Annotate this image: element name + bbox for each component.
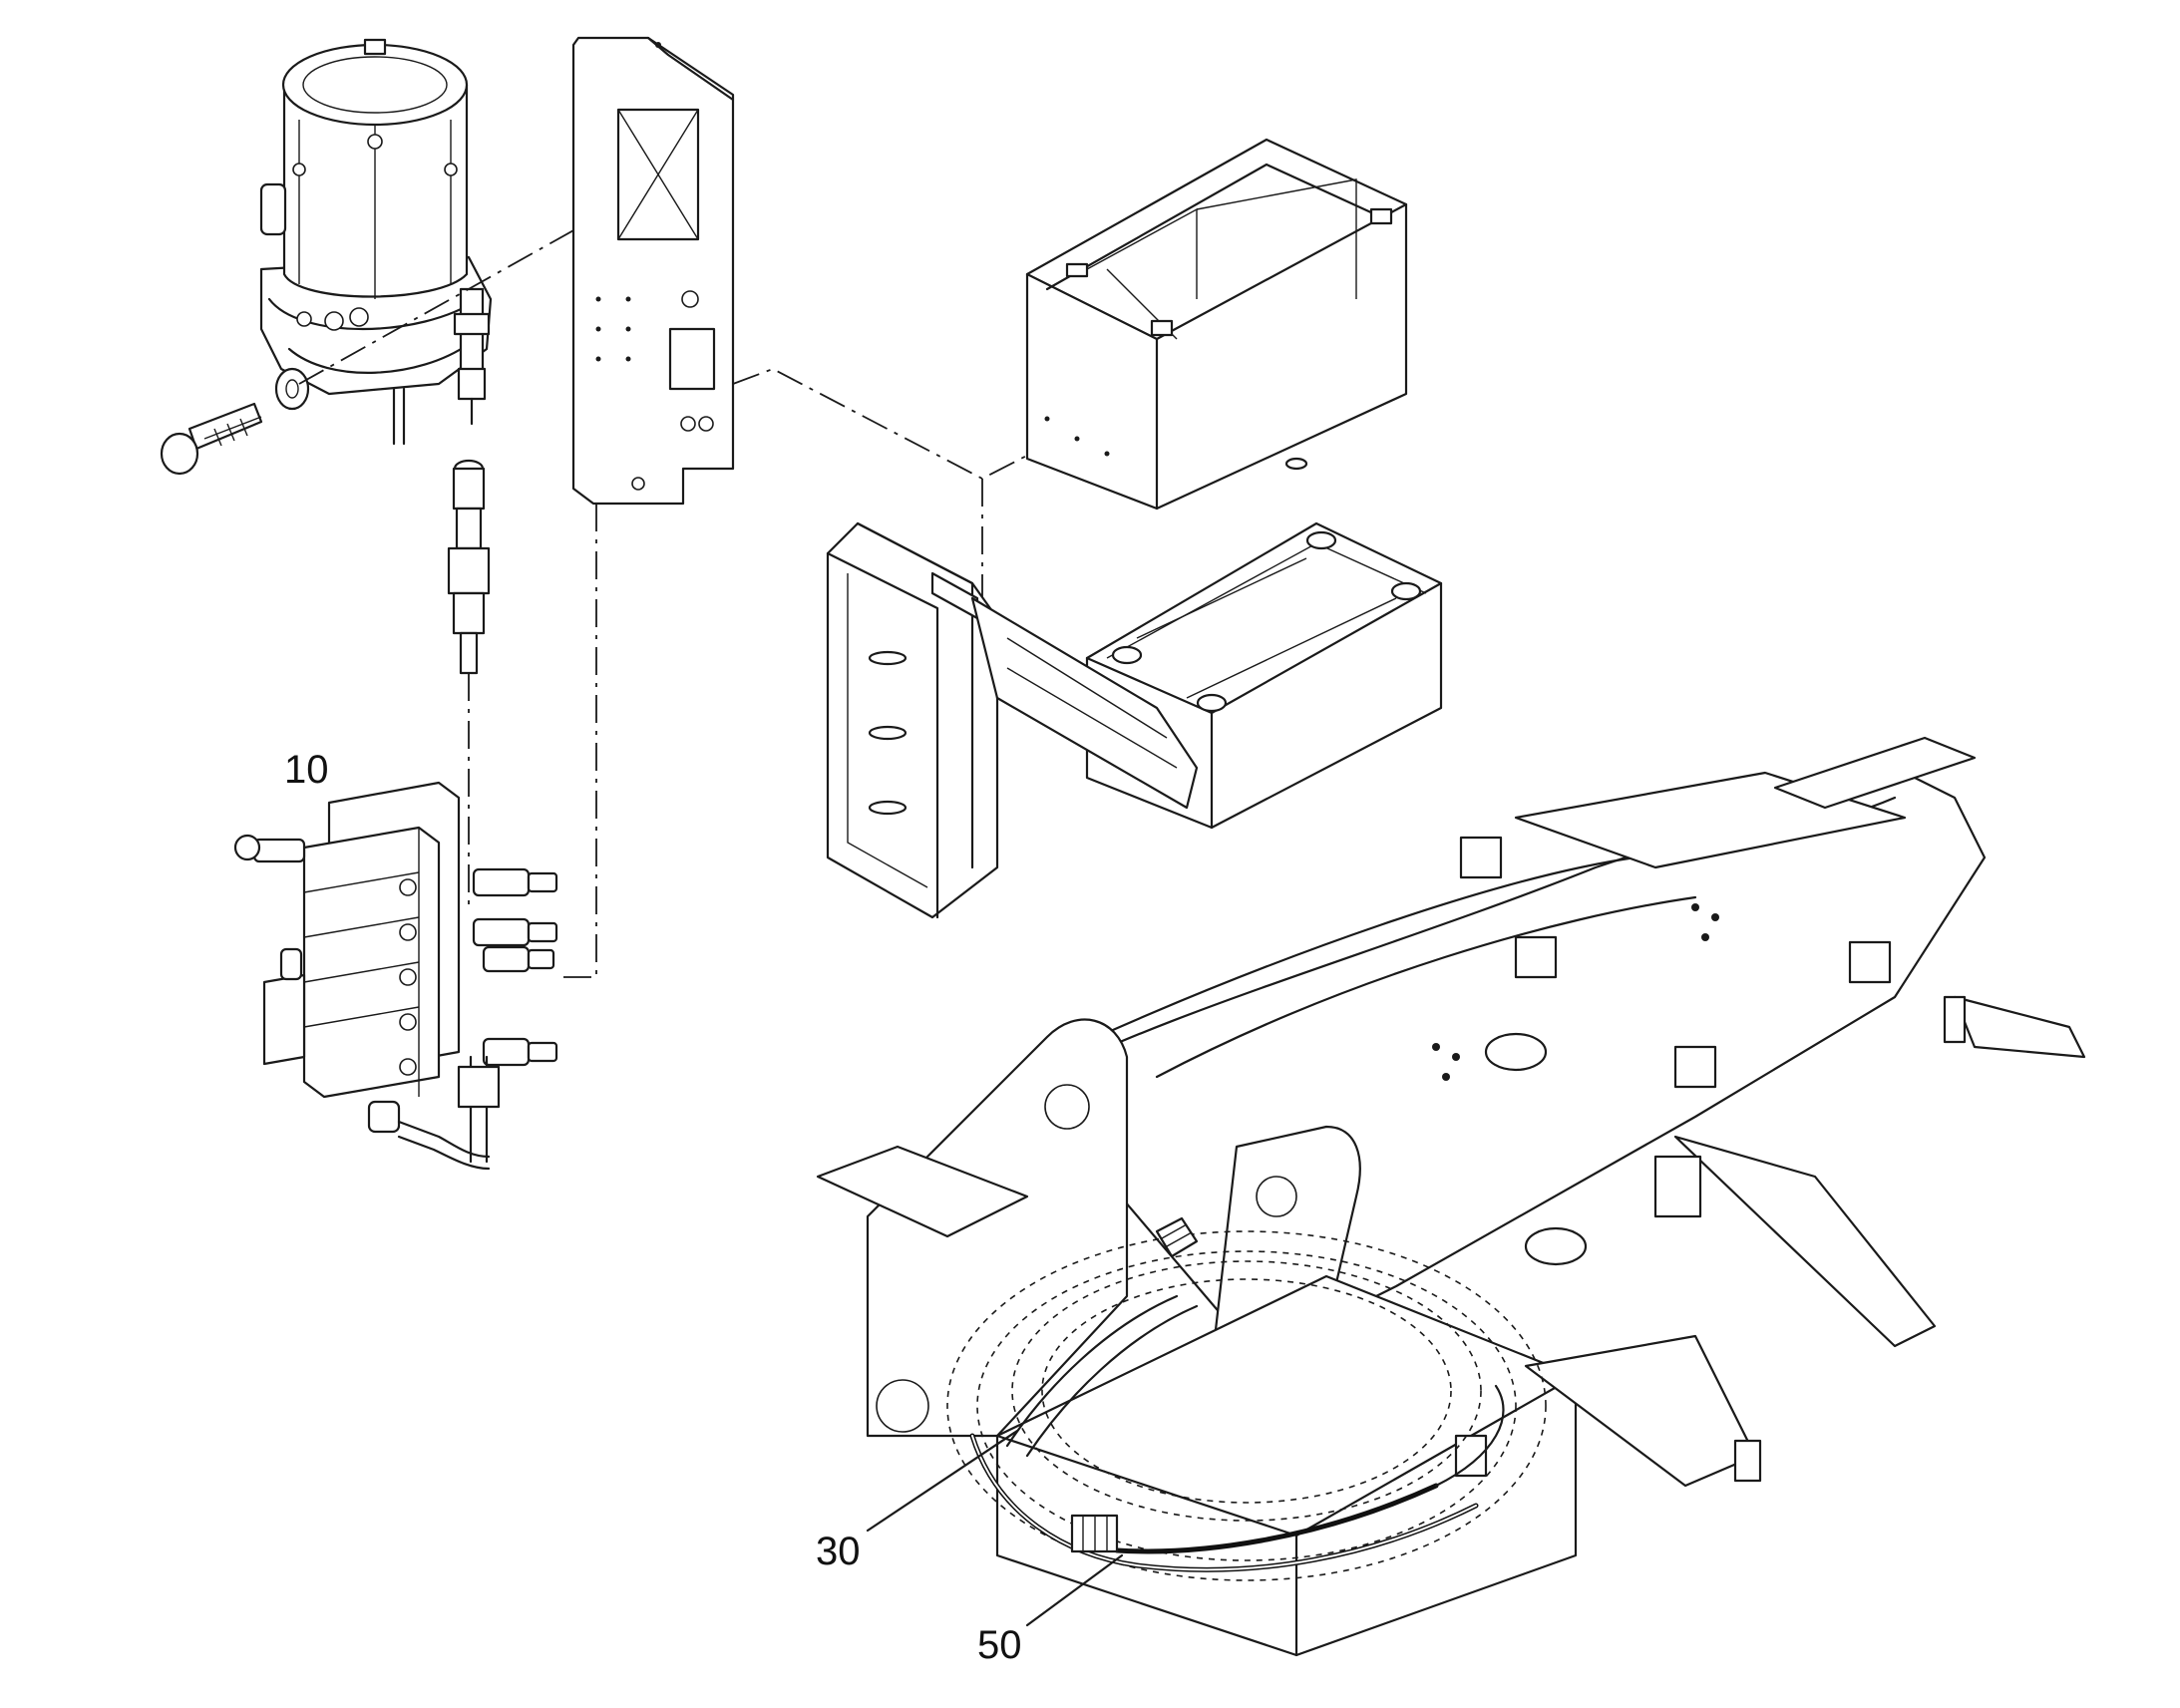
callout-50: 50 <box>977 1623 1022 1667</box>
upper-box-frame <box>1025 138 1408 511</box>
side-bracket <box>826 521 1199 919</box>
hose-fittings <box>447 459 491 675</box>
callout-30: 30 <box>816 1530 861 1573</box>
leader-line-30 <box>866 1429 1019 1533</box>
mounting-plate <box>571 36 735 506</box>
progressive-distributor <box>233 781 558 1171</box>
main-frame <box>816 736 2086 1657</box>
lubrication-pump <box>259 38 493 446</box>
callout-10: 10 <box>284 748 329 792</box>
washer <box>274 367 310 411</box>
lube-lines <box>969 1294 1505 1572</box>
slewing-ring <box>946 1230 1547 1581</box>
lower-box-frame <box>1085 521 1443 830</box>
leader-line-50 <box>1025 1553 1124 1627</box>
distributor-block-small <box>1070 1216 1199 1553</box>
cap-screw <box>160 402 263 476</box>
